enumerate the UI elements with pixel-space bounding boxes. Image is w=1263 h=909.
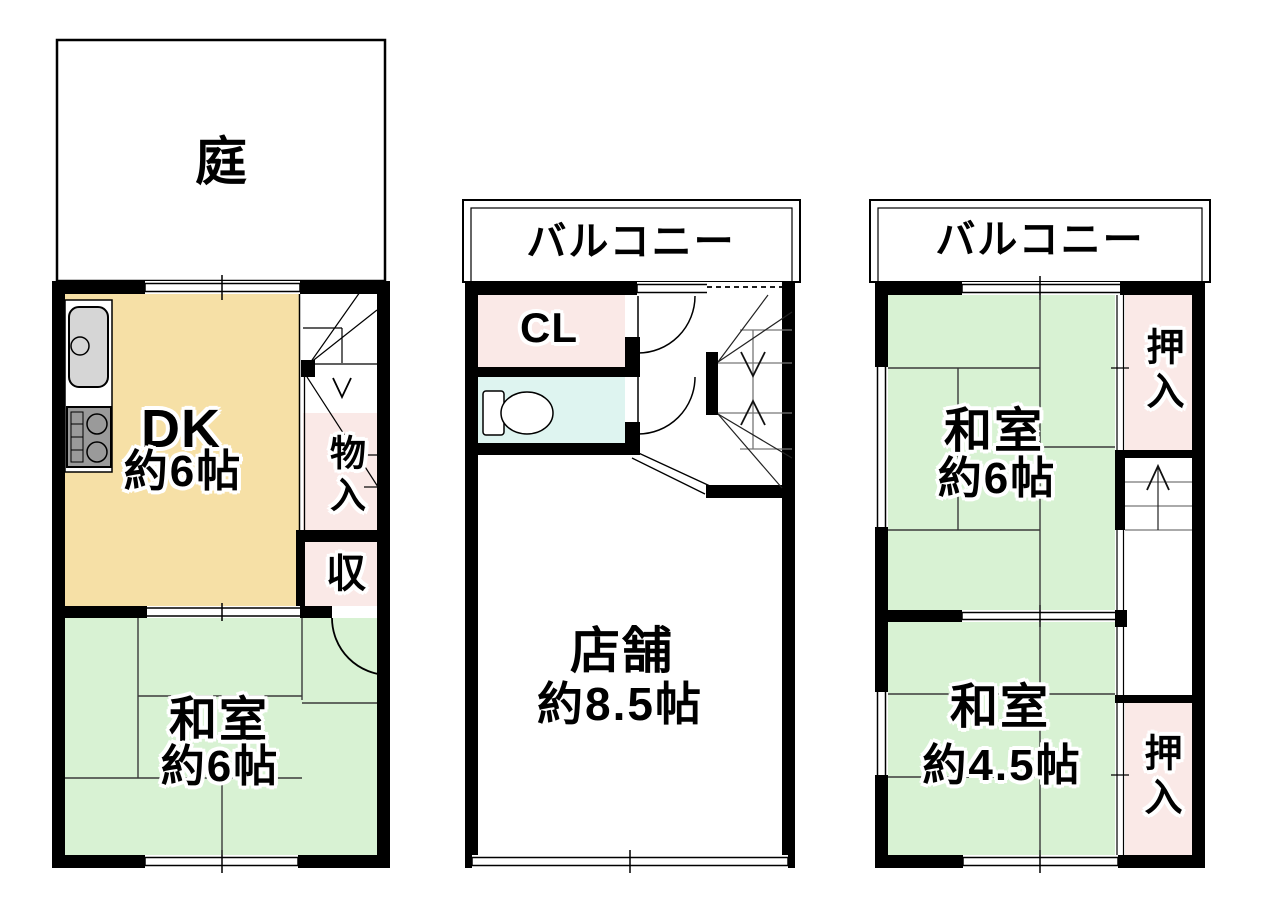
storage-upper-room <box>303 413 377 532</box>
wall <box>1115 458 1125 530</box>
tatami-lines-left <box>65 618 377 855</box>
wall <box>625 422 640 455</box>
stairs-up-arrow-icon <box>740 398 766 426</box>
washitsu-lower-size-label: 約4.5帖 <box>922 741 1082 790</box>
shop-label: 店舗 <box>570 623 674 679</box>
washitsu-upper-label: 和室 <box>943 405 1045 458</box>
oshiire-upper-room <box>1125 295 1192 450</box>
window-top-left-plan <box>144 275 301 300</box>
wall <box>465 443 640 455</box>
garden-label: 庭 <box>194 134 250 192</box>
washitsu-left-label: 和室 <box>168 694 270 747</box>
storage-upper-label: 物入 <box>325 434 366 518</box>
sliding-door <box>147 606 300 618</box>
door-arc <box>331 617 390 676</box>
window-bottom-middle-plan <box>471 850 789 873</box>
window-left-lower <box>875 692 888 775</box>
washitsu-lower-room <box>888 622 1115 855</box>
oshiire-upper-label: 押入 <box>1140 327 1182 415</box>
tatami-lines-right-lower <box>888 622 1115 855</box>
balcony-middle-label: バルコニー <box>526 220 736 264</box>
window-bottom-left-plan <box>144 850 299 873</box>
balcony-middle <box>462 199 801 283</box>
wall <box>52 606 147 618</box>
plan-left <box>52 38 390 873</box>
window-middle-wall <box>961 605 1115 627</box>
balcony-right <box>869 199 1211 283</box>
oshiire-lower-label: 押入 <box>1138 733 1180 821</box>
stairs-right-plan <box>1125 463 1192 531</box>
storage-lower-label: 収 <box>326 552 368 596</box>
window-bottom-right-plan <box>962 850 1119 873</box>
wall <box>1115 450 1205 458</box>
window-top-middle-plan <box>636 282 707 295</box>
stair-post <box>301 360 315 377</box>
door-opening <box>332 606 377 618</box>
wall <box>625 337 640 377</box>
window-top-right-plan <box>961 276 1120 300</box>
window-left-upper <box>875 367 888 527</box>
washitsu-upper-size-label: 約6帖 <box>937 454 1057 503</box>
cl-label: CL <box>520 304 578 351</box>
door-arc-toilet <box>637 376 696 435</box>
wall <box>1115 695 1205 703</box>
washitsu-left-size-label: 約6帖 <box>160 742 280 791</box>
oshiire-lower-room <box>1125 703 1192 855</box>
wall <box>875 610 962 622</box>
washitsu-lower-label: 和室 <box>949 681 1051 734</box>
door-arc-cl <box>637 295 696 354</box>
tatami-lines-right-upper <box>888 295 1115 610</box>
wall <box>296 542 305 608</box>
stairs-middle-plan-winders <box>717 294 793 489</box>
storage-lower-room <box>303 542 377 608</box>
sink-icon <box>68 306 109 388</box>
stairs-down-arrow-icon <box>332 377 352 400</box>
stair-post <box>706 352 718 415</box>
wall <box>465 367 640 377</box>
stair-wall <box>706 485 795 498</box>
plan-middle <box>462 199 801 873</box>
toilet-icon <box>482 390 554 436</box>
garden-area <box>55 38 387 283</box>
stairs-up-arrow-icon <box>1146 463 1170 491</box>
cl-room <box>478 295 625 367</box>
washitsu-room-left <box>65 618 377 855</box>
stairs-left-plan <box>303 291 381 491</box>
washitsu-upper-room <box>888 295 1115 610</box>
dk-size-label: 約6帖 <box>123 447 243 496</box>
plan-right <box>869 199 1211 873</box>
balcony-right-label: バルコニー <box>935 218 1145 262</box>
hallway-diagonal <box>631 449 711 495</box>
stairs-down-arrow-icon <box>740 351 766 379</box>
shop-size-label: 約8.5帖 <box>537 678 703 730</box>
dashed-opening-middle-plan <box>707 282 782 295</box>
wall <box>296 530 377 542</box>
stove-icon <box>66 406 112 468</box>
wall <box>300 606 332 618</box>
dk-label: DK <box>141 399 221 459</box>
fusuma-partition <box>1111 295 1129 855</box>
